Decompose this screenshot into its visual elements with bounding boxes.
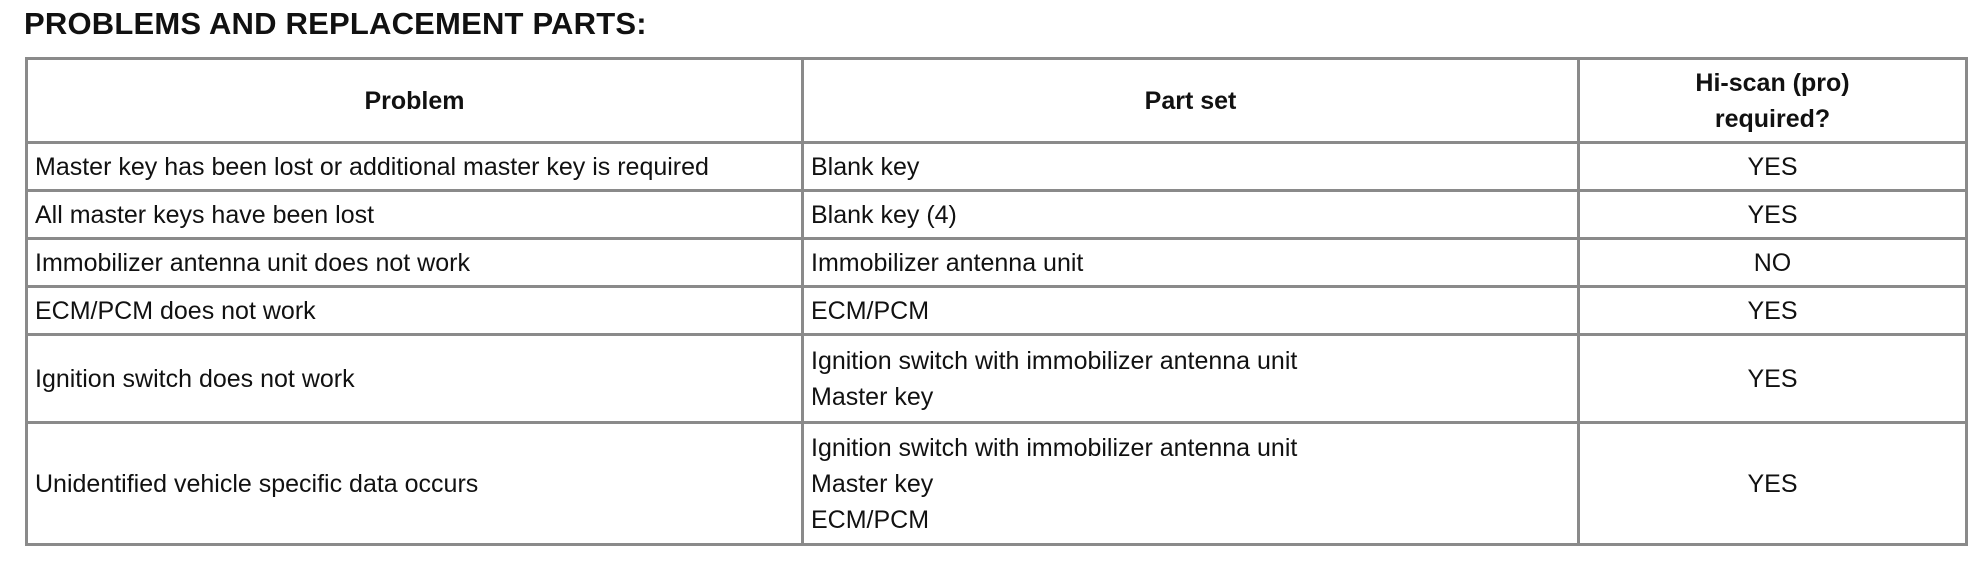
- part-item: Master key: [811, 382, 934, 411]
- cell-part-set: Immobilizer antenna unit: [801, 237, 1580, 288]
- page-title: PROBLEMS AND REPLACEMENT PARTS:: [24, 6, 647, 41]
- cell-hiscan: YES: [1577, 333, 1968, 424]
- header-hiscan-required: Hi-scan (pro) required?: [1577, 57, 1968, 144]
- part-item: ECM/PCM: [811, 505, 930, 534]
- part-item: Ignition switch with immobilizer antenna…: [811, 346, 1298, 375]
- part-item: Ignition switch with immobilizer antenna…: [811, 433, 1298, 462]
- table-row: Ignition switch does not work Ignition s…: [25, 333, 1968, 424]
- cell-hiscan: YES: [1577, 141, 1968, 192]
- cell-hiscan: YES: [1577, 421, 1968, 546]
- cell-part-set: Blank key: [801, 141, 1580, 192]
- table-row: Unidentified vehicle specific data occur…: [25, 421, 1968, 546]
- cell-hiscan: YES: [1577, 189, 1968, 240]
- cell-hiscan: YES: [1577, 285, 1968, 336]
- header-problem: Problem: [25, 57, 804, 144]
- cell-problem: Ignition switch does not work: [25, 333, 804, 424]
- table-row: Immobilizer antenna unit does not work I…: [25, 237, 1968, 288]
- cell-problem: ECM/PCM does not work: [25, 285, 804, 336]
- cell-problem: Master key has been lost or additional m…: [25, 141, 804, 192]
- part-item: Master key: [811, 469, 934, 498]
- cell-part-set: Ignition switch with immobilizer antenna…: [801, 421, 1580, 546]
- part-item: ECM/PCM: [811, 296, 930, 325]
- header-hiscan-line1: Hi-scan (pro): [1695, 68, 1850, 97]
- cell-problem: All master keys have been lost: [25, 189, 804, 240]
- cell-hiscan: NO: [1577, 237, 1968, 288]
- replacement-parts-table: Problem Part set Hi-scan (pro) required?…: [25, 57, 1968, 546]
- table-row: Master key has been lost or additional m…: [25, 141, 1968, 192]
- cell-part-set: ECM/PCM: [801, 285, 1580, 336]
- table-header-row: Problem Part set Hi-scan (pro) required?: [25, 57, 1968, 144]
- cell-problem: Immobilizer antenna unit does not work: [25, 237, 804, 288]
- header-hiscan-line2: required?: [1714, 104, 1831, 133]
- part-item: Immobilizer antenna unit: [811, 248, 1084, 277]
- table-row: All master keys have been lost Blank key…: [25, 189, 1968, 240]
- cell-part-set: Ignition switch with immobilizer antenna…: [801, 333, 1580, 424]
- table-row: ECM/PCM does not work ECM/PCM YES: [25, 285, 1968, 336]
- part-item: Blank key: [811, 152, 920, 181]
- part-item: Blank key (4): [811, 200, 957, 229]
- cell-part-set: Blank key (4): [801, 189, 1580, 240]
- cell-problem: Unidentified vehicle specific data occur…: [25, 421, 804, 546]
- header-part-set: Part set: [801, 57, 1580, 144]
